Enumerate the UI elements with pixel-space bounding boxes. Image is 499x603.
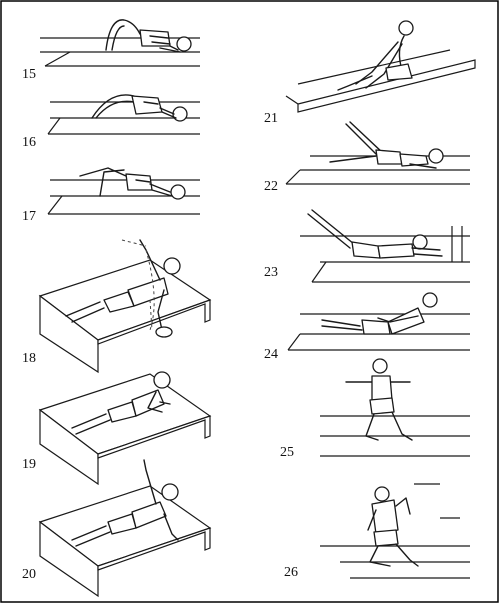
floor-21 [285,49,476,113]
exercise-25 [320,358,470,457]
figure-20 [71,459,179,547]
figure-number-24: 24 [264,347,278,362]
figure-19 [71,371,171,435]
bench-19 [38,373,212,486]
exercise-15 [40,19,200,67]
figure-22 [329,121,444,169]
exercise-18 [38,239,212,374]
exercise-22 [285,121,470,185]
figure-23 [307,209,443,259]
floor-23 [300,226,470,283]
figure-15 [105,19,192,53]
figure-number-20: 20 [22,567,36,582]
exercise-26 [320,483,470,579]
exercise-21 [285,20,476,113]
exercise-16 [47,94,200,135]
figure-number-17: 17 [22,209,36,224]
figure-number-16: 16 [22,135,36,150]
figure-number-18: 18 [22,351,36,366]
figure-number-23: 23 [264,265,278,280]
figure-number-25: 25 [280,445,294,460]
figure-number-22: 22 [264,179,278,194]
figure-24 [321,292,438,335]
figure-25 [345,358,413,441]
figure-26 [367,486,419,567]
exercise-19 [38,371,212,486]
figure-17 [79,167,186,200]
floor-25 [320,415,470,457]
floor-26 [320,483,470,579]
exercise-20 [38,459,212,598]
figure-18 [65,239,181,338]
figure-number-15: 15 [22,67,36,82]
exercise-24 [287,292,470,351]
floor-15 [40,37,200,67]
figure-number-21: 21 [264,111,278,126]
figure-16 [91,94,188,122]
bench-20 [38,485,212,598]
exercise-23 [300,209,470,283]
exercise-17 [47,167,200,215]
figure-number-19: 19 [22,457,36,472]
figure-21 [337,20,414,91]
figure-number-26: 26 [284,565,298,580]
